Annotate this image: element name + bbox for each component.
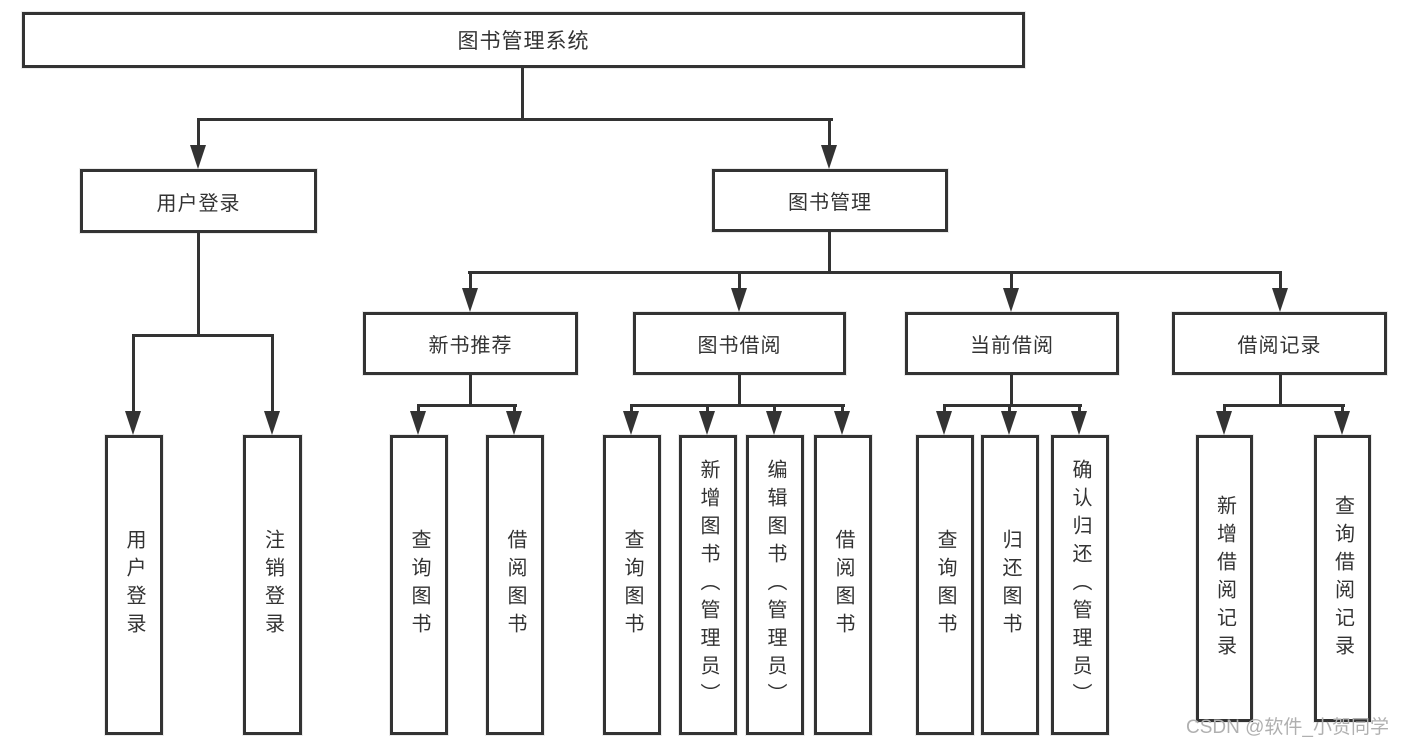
connector-borrow-bus: [630, 404, 845, 407]
node-leaf-add-borrow-record: 新增借阅记录: [1196, 435, 1253, 722]
connector-level2-bus: [197, 118, 833, 121]
node-label: 查询图书: [934, 529, 956, 641]
node-label: 新增图书（管理员）: [697, 459, 719, 711]
node-label: 确认归还（管理员）: [1069, 459, 1091, 711]
node-label: 归还图书: [999, 529, 1021, 641]
node-label: 用户登录: [156, 192, 241, 215]
connector-records-bus: [1223, 404, 1345, 407]
connector-drop-user-login: [197, 118, 200, 148]
node-leaf-logout: 注销登录: [243, 435, 302, 735]
arrowhead-borrow-records: [1272, 288, 1288, 312]
arrowhead-current-borrow: [1003, 288, 1019, 312]
connector-drop-current-return: [1008, 404, 1011, 413]
arrowhead-newrec-query: [410, 411, 426, 435]
connector-drop-login: [132, 334, 135, 412]
node-label: 查询图书: [408, 529, 430, 641]
node-label: 新增借阅记录: [1213, 494, 1236, 663]
node-label: 编辑图书（管理员）: [764, 459, 786, 711]
connector-drop-newrec-borrow: [513, 404, 516, 413]
connector-drop-current-borrow: [1010, 271, 1013, 290]
node-leaf-user-login: 用户登录: [105, 435, 163, 735]
connector-drop-records-add: [1223, 404, 1226, 413]
arrowhead-book-borrow: [731, 288, 747, 312]
connector-new-rec-stem: [469, 375, 472, 406]
node-current-borrowing: 当前借阅: [905, 312, 1119, 375]
node-leaf-edit-books-admin: 编辑图书（管理员）: [746, 435, 804, 735]
node-book-borrowing: 图书借阅: [633, 312, 846, 375]
connector-borrow-stem: [738, 375, 741, 406]
node-new-book-recommendation: 新书推荐: [363, 312, 578, 375]
connector-drop-book-borrow: [738, 271, 741, 290]
arrowhead-logout: [264, 411, 280, 435]
watermark: CSDN @软件_小贺同学: [1186, 717, 1389, 738]
arrowhead-borrow-borrow: [834, 411, 850, 435]
node-leaf-borrow-books: 借阅图书: [814, 435, 872, 735]
arrowhead-book-management: [821, 145, 837, 169]
connector-level3-bus: [468, 271, 1282, 274]
connector-user-login-bus: [132, 334, 274, 337]
node-borrowing-records: 借阅记录: [1172, 312, 1387, 375]
node-label: 查询图书: [621, 529, 643, 641]
connector-user-login-stem: [197, 233, 200, 337]
node-leaf-return-books: 归还图书: [981, 435, 1039, 735]
node-leaf-current-query-books: 查询图书: [916, 435, 974, 735]
connector-root-stem: [521, 68, 524, 121]
connector-current-stem: [1010, 375, 1013, 406]
connector-book-management-stem: [828, 232, 831, 274]
connector-drop-borrow-edit: [773, 404, 776, 413]
connector-drop-newrec-query: [417, 404, 420, 413]
node-label: 借阅记录: [1237, 335, 1322, 357]
node-label: 查询借阅记录: [1331, 494, 1354, 663]
node-leaf-add-books-admin: 新增图书（管理员）: [679, 435, 737, 735]
arrowhead-records-query: [1334, 411, 1350, 435]
node-label: 用户登录: [123, 529, 145, 641]
connector-current-bus: [943, 404, 1082, 407]
node-leaf-borrow-query-books: 查询图书: [603, 435, 661, 735]
connector-drop-records-query: [1341, 404, 1344, 413]
node-book-management: 图书管理: [712, 169, 948, 232]
connector-drop-book-management: [828, 118, 831, 148]
node-label: 图书管理系统: [457, 30, 590, 53]
arrowhead-login: [125, 411, 141, 435]
arrowhead-newrec-borrow: [506, 411, 522, 435]
node-leaf-query-borrow-record: 查询借阅记录: [1314, 435, 1371, 722]
node-leaf-newrec-borrow-books: 借阅图书: [486, 435, 544, 735]
connector-drop-borrow-add: [706, 404, 709, 413]
node-leaf-newrec-query-books: 查询图书: [390, 435, 448, 735]
connector-drop-borrow-borrow: [841, 404, 844, 413]
connector-drop-borrow-query: [630, 404, 633, 413]
node-label: 图书借阅: [697, 335, 782, 357]
node-label: 当前借阅: [970, 335, 1054, 357]
connector-drop-logout: [271, 334, 274, 412]
arrowhead-current-confirm: [1071, 411, 1087, 435]
node-user-login: 用户登录: [80, 169, 317, 233]
node-library-management-system: 图书管理系统: [22, 12, 1025, 68]
node-label: 新书推荐: [428, 335, 513, 357]
arrowhead-new-book-rec: [462, 288, 478, 312]
node-label: 借阅图书: [504, 529, 526, 641]
arrowhead-borrow-add: [699, 411, 715, 435]
arrowhead-records-add: [1216, 411, 1232, 435]
connector-drop-current-query: [943, 404, 946, 413]
connector-new-rec-bus: [417, 404, 517, 407]
node-label: 图书管理: [788, 192, 872, 214]
connector-drop-current-confirm: [1078, 404, 1081, 413]
arrowhead-borrow-edit: [766, 411, 782, 435]
arrowhead-user-login: [190, 145, 206, 169]
connector-drop-borrow-records: [1279, 271, 1282, 290]
arrowhead-borrow-query: [623, 411, 639, 435]
connector-records-stem: [1279, 375, 1282, 406]
node-label: 借阅图书: [832, 529, 854, 641]
node-leaf-confirm-return-admin: 确认归还（管理员）: [1051, 435, 1109, 735]
connector-drop-new-book-rec: [469, 271, 472, 290]
arrowhead-current-query: [936, 411, 952, 435]
arrowhead-current-return: [1001, 411, 1017, 435]
node-label: 注销登录: [261, 529, 284, 641]
